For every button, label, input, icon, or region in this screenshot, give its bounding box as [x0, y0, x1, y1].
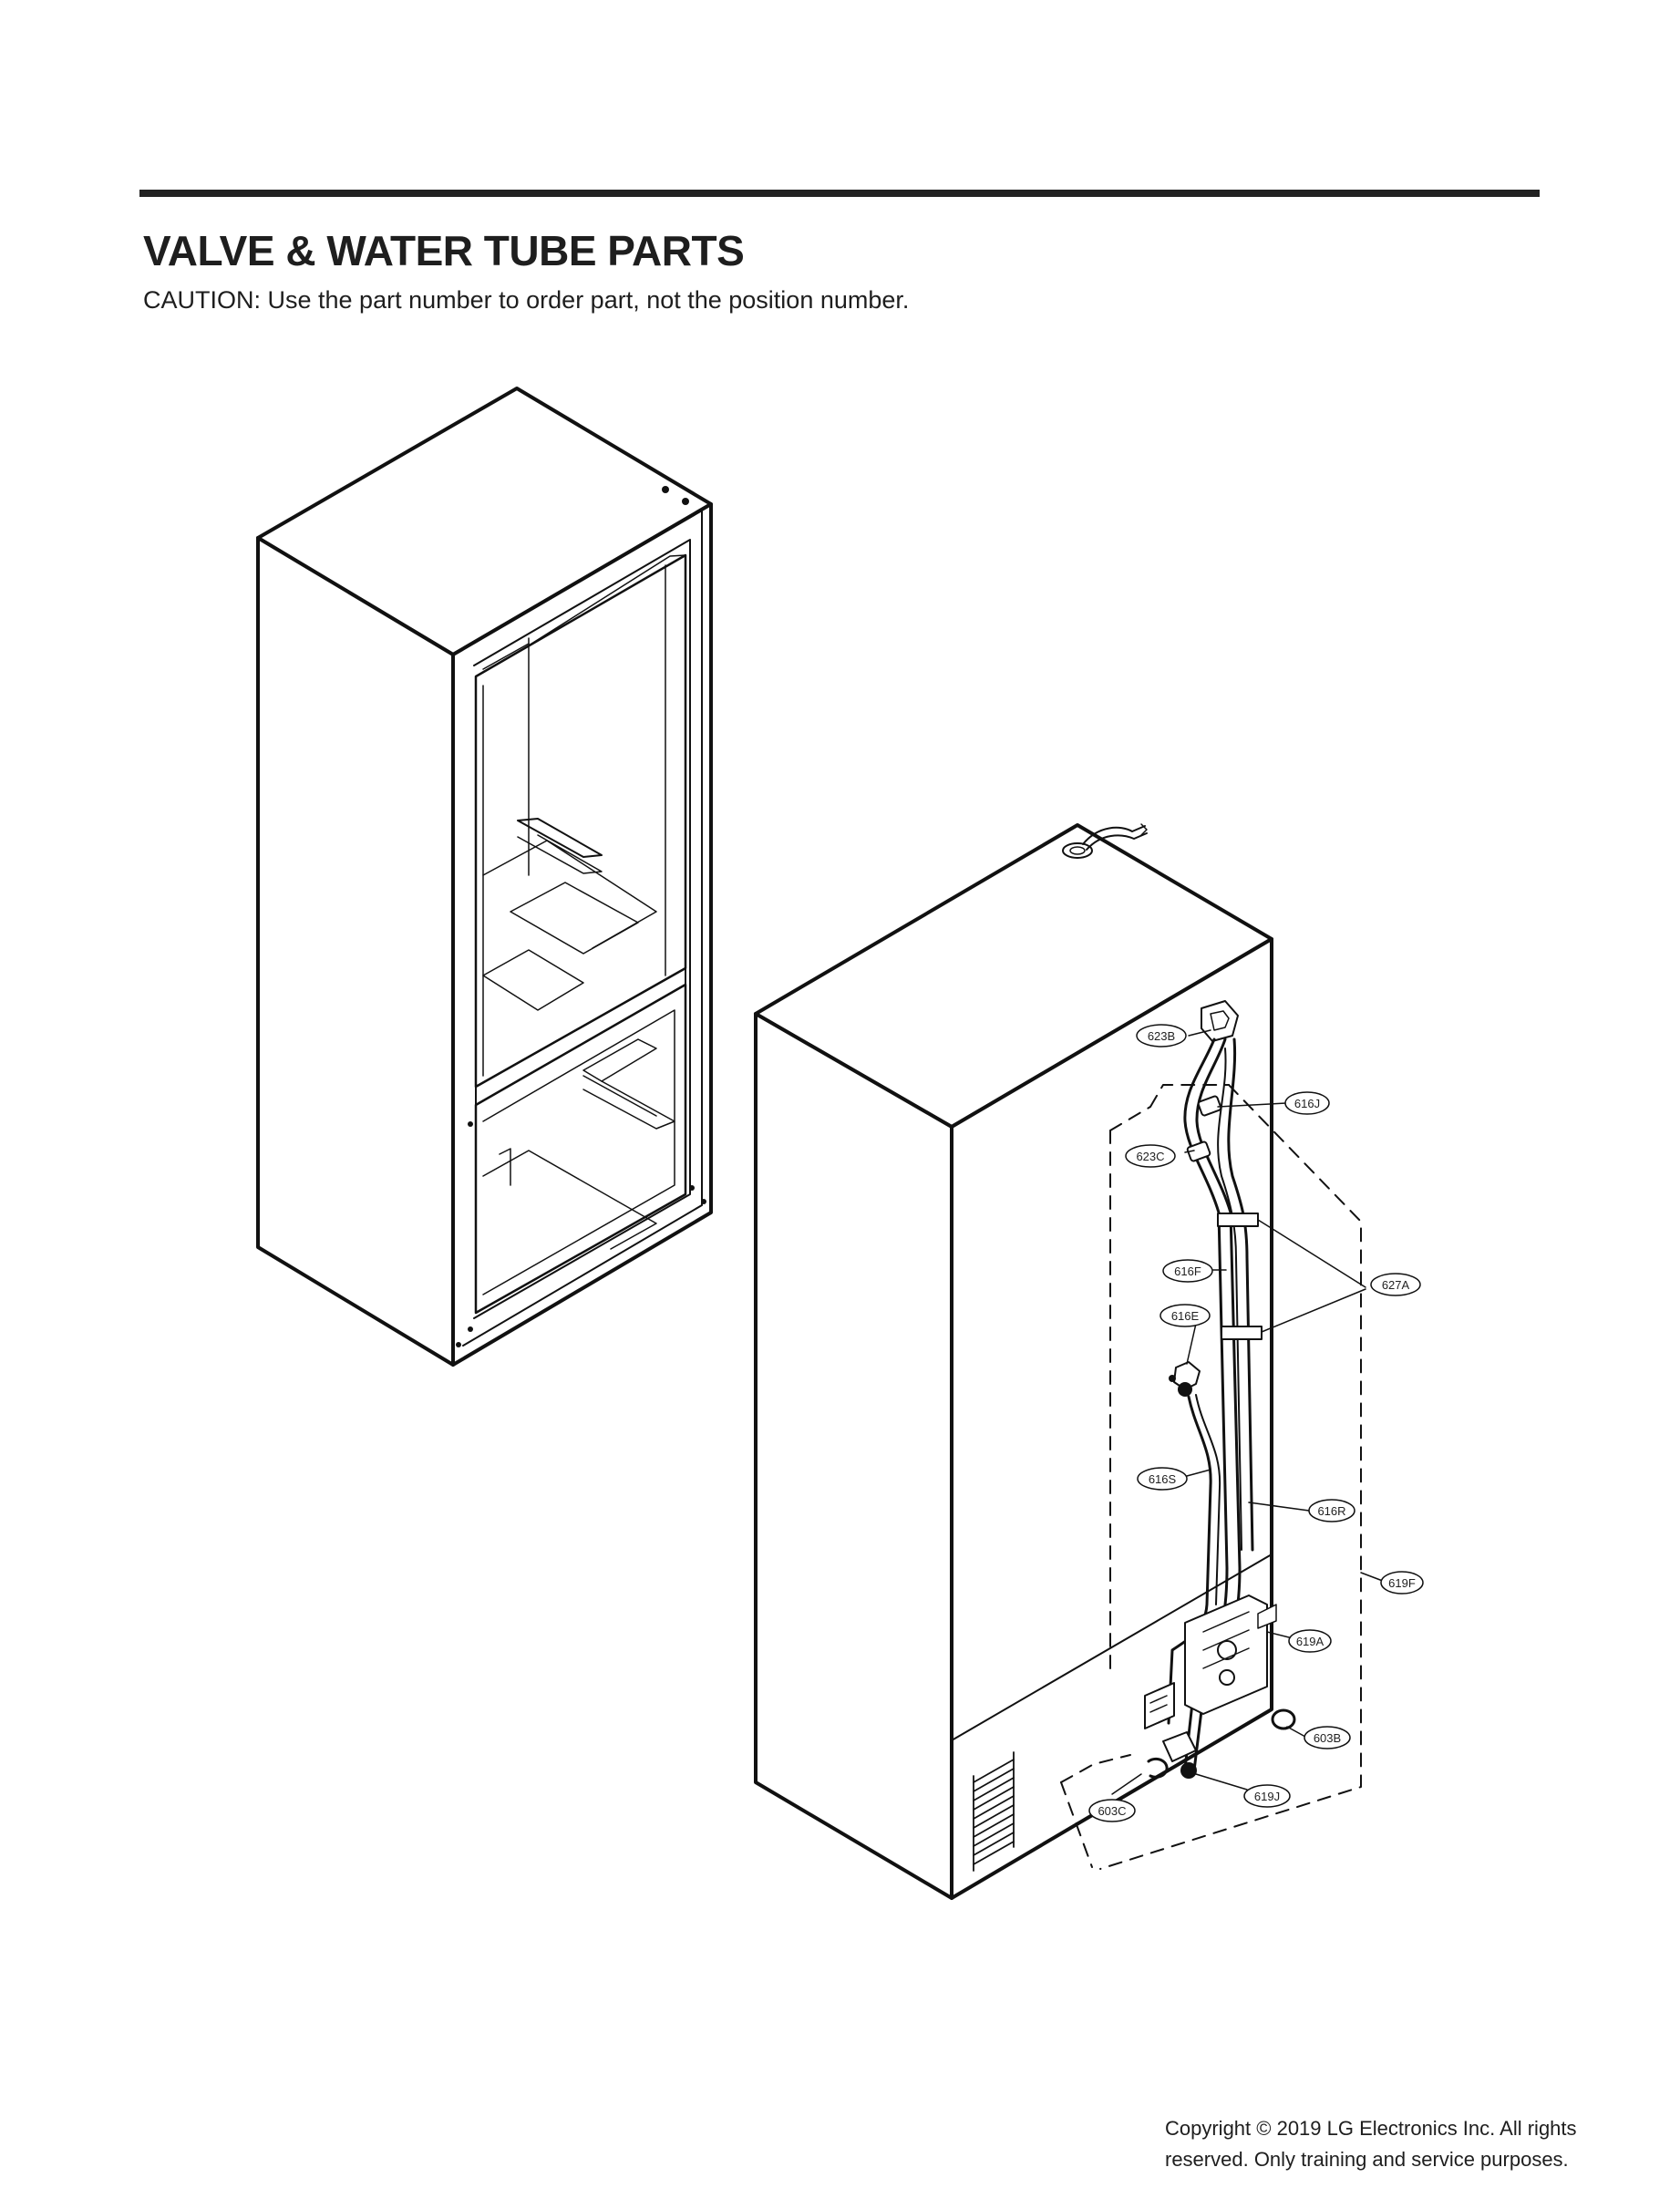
- label-616E: 616E: [1171, 1309, 1200, 1323]
- copyright-line-1: Copyright © 2019 LG Electronics Inc. All…: [1165, 2117, 1577, 2140]
- top-rule: [139, 190, 1540, 197]
- label-616S: 616S: [1149, 1472, 1177, 1486]
- label-627A: 627A: [1382, 1278, 1410, 1292]
- callout-623C: [1125, 1144, 1176, 1168]
- callout-603B: [1304, 1726, 1351, 1749]
- callout-619J: [1243, 1784, 1291, 1808]
- cabinet-rear: [754, 823, 1273, 1900]
- label-623C: 623C: [1136, 1150, 1164, 1163]
- label-616R: 616R: [1317, 1504, 1345, 1518]
- callout-616E: [1160, 1304, 1211, 1327]
- callout-623B: [1136, 1024, 1187, 1048]
- label-623B: 623B: [1148, 1029, 1175, 1043]
- water-tubes: [1144, 1000, 1296, 1779]
- callout-619A: [1288, 1629, 1332, 1653]
- assembly-boundary: [1060, 1084, 1362, 1870]
- cabinet-front: [256, 387, 713, 1367]
- page-title: VALVE & WATER TUBE PARTS: [143, 227, 745, 274]
- label-616F: 616F: [1174, 1264, 1201, 1278]
- callout-616J: [1284, 1091, 1330, 1115]
- callouts: [1088, 1024, 1424, 1822]
- callout-616F: [1162, 1259, 1213, 1283]
- label-616J: 616J: [1294, 1097, 1320, 1110]
- label-603B: 603B: [1314, 1731, 1341, 1745]
- copyright-line-2: reserved. Only training and service purp…: [1165, 2148, 1569, 2171]
- callout-616R: [1308, 1499, 1355, 1522]
- callout-619F: [1380, 1571, 1424, 1595]
- caution-note: CAUTION: Use the part number to order pa…: [143, 286, 910, 314]
- callout-603C: [1088, 1799, 1136, 1822]
- label-619J: 619J: [1254, 1790, 1280, 1803]
- callout-627A: [1370, 1273, 1421, 1296]
- label-619F: 619F: [1388, 1576, 1416, 1590]
- callout-616S: [1137, 1467, 1188, 1491]
- copyright-notice: Copyright © 2019 LG Electronics Inc. All…: [1165, 2113, 1577, 2175]
- label-603C: 603C: [1098, 1804, 1126, 1818]
- callout-labels: 623B 616J 623C 616F 627A 616E 616S 616R …: [1098, 1029, 1415, 1818]
- label-619A: 619A: [1296, 1635, 1324, 1648]
